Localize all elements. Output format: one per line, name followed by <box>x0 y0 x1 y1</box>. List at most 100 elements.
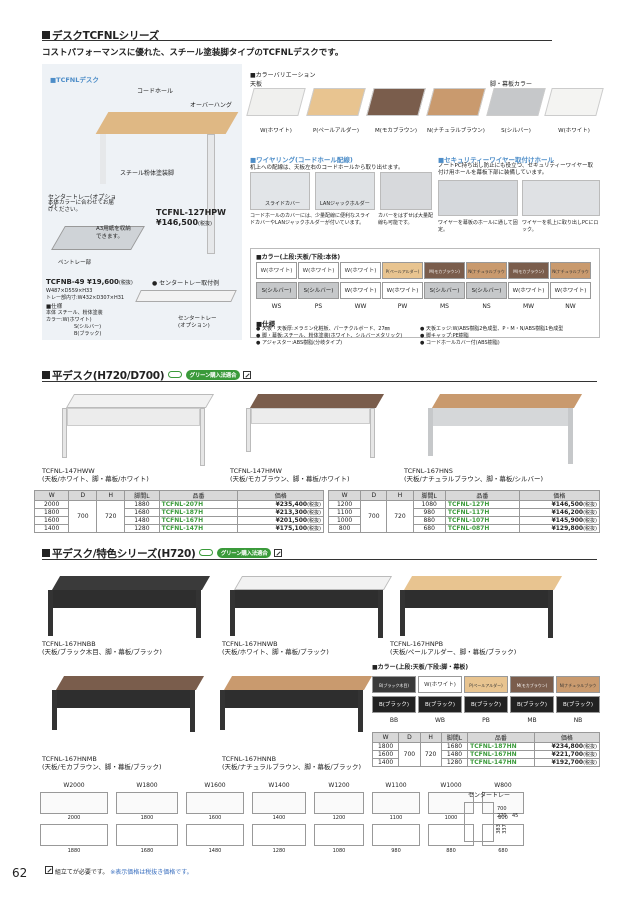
desk-caption: TCFNL-167HNBB(天板/ブラック木目、脚・幕板/ブラック) <box>42 640 162 656</box>
cell-w: 1800 <box>371 742 400 751</box>
page-title: デスクTCFNLシリーズ <box>42 28 159 43</box>
dim-top-view <box>372 792 420 814</box>
color-cell-body: W(ホワイト) <box>550 282 591 299</box>
dim-front-view <box>372 824 420 846</box>
desk-leg <box>370 408 375 458</box>
color-swatch-label: P(ペールアルダー) <box>312 128 360 134</box>
dim-top-view <box>252 792 306 814</box>
cell-price: ¥129,800(税抜) <box>518 524 601 533</box>
color-cell-body: B(ブラック) <box>418 696 462 713</box>
cell-leg: 1680 <box>124 508 160 517</box>
spec-head: ■仕様 <box>256 320 276 328</box>
price-value: ¥201,500 <box>275 517 308 524</box>
hero-panel: ■TCFNLデスク コードホール オーバーハング スチール粉体塗装脚 センタート… <box>42 64 242 340</box>
cell-w: 2000 <box>33 500 70 509</box>
dim-top-value: 1800 <box>140 815 154 821</box>
cell-leg: 1080 <box>412 500 446 509</box>
cell-price: ¥145,900(税抜) <box>518 516 601 525</box>
color-cell-top: N(ナチュラルブラウン) <box>556 676 600 705</box>
desk-modesty <box>57 690 190 708</box>
table-header: 価格 <box>533 732 601 743</box>
color-cell-body: W(ホワイト) <box>340 282 381 299</box>
hero-desk-leg <box>100 134 106 184</box>
tray-model-price: TCFNB-49 ¥19,600(税抜) <box>46 278 133 286</box>
cell-leg: 1680 <box>440 742 469 751</box>
security-head: ■セキュリティーワイヤー取付けホール <box>438 156 555 164</box>
table-header: D <box>398 732 421 743</box>
dim-text: 270 <box>497 813 507 819</box>
dim-top-value: 1100 <box>389 815 403 821</box>
table-header: D <box>68 490 98 501</box>
top-label: 天板 <box>250 81 263 88</box>
dim-width-label: W800 <box>494 782 512 789</box>
cell-leg: 1480 <box>440 750 469 759</box>
tray-size: W487×D559×H33 <box>46 288 93 294</box>
price-value: ¥146,200 <box>551 509 584 516</box>
price-value: ¥145,900 <box>551 517 584 524</box>
desk-caption: TCFNL-167HNNB(天板/ナチュラルブラウン、脚・幕板/ブラック) <box>222 755 362 771</box>
cell-model: TCFNL-147HN <box>467 758 535 767</box>
color-cell-body: B(ブラック) <box>510 696 554 713</box>
desk-leg <box>230 590 235 636</box>
table-header: 脚間L <box>124 490 160 501</box>
color-cell-top: W(ホワイト) <box>418 676 462 693</box>
tax-label: (税抜) <box>583 760 597 766</box>
dim-tray-label: センタートレー <box>468 792 511 799</box>
lan-holder-image <box>315 172 375 210</box>
desk-modesty <box>251 408 370 424</box>
desk-caption: TCFNL-167HNWB(天板/ホワイト、脚・幕板/ブラック) <box>222 640 329 656</box>
cell-leg: 1280 <box>124 524 160 533</box>
desk-caption: TCFNL-147HWW(天板/ホワイト、脚・幕板/ホワイト) <box>42 467 149 483</box>
green-mark-icon <box>167 371 182 378</box>
cell-w: 800 <box>327 524 362 533</box>
spec-line: ● 天板・天板厚:メラミン化粧板、パーチクルボード、27㎜ <box>256 326 390 332</box>
cell-leg: 1880 <box>124 500 160 509</box>
color-cell-body: S(シルバー) <box>298 282 339 299</box>
dim-top-view <box>314 792 364 814</box>
color-cell-body: S(シルバー) <box>256 282 297 299</box>
color-cell-top: P(ペールアルダー) <box>382 262 423 279</box>
desk-leg <box>48 590 53 636</box>
color-variation-head: ■カラーバリエーション <box>250 72 316 79</box>
price-value: ¥175,100 <box>275 525 308 532</box>
desk-modesty <box>225 690 358 708</box>
color-swatch <box>486 88 546 116</box>
dim-top-value: 2000 <box>67 815 81 821</box>
assembly-icon <box>243 371 252 379</box>
desk-image-hns <box>431 394 583 408</box>
hero-desk-top <box>95 112 239 134</box>
color-code: WB <box>434 717 446 724</box>
color-swatch-label: W(ホワイト) <box>260 128 292 134</box>
table-header: 脚間L <box>412 490 446 501</box>
price-value: ¥129,800 <box>551 525 584 532</box>
color-cell-top: B(ブラック木目) <box>372 676 416 693</box>
cell-model: TCFNL-167HN <box>467 750 535 759</box>
cell-model: TCFNL-107H <box>444 516 520 525</box>
dim-width-label: W1600 <box>204 782 226 789</box>
desk-leg <box>200 408 205 466</box>
dim-top-view <box>186 792 244 814</box>
dim-front-view <box>314 824 364 846</box>
color-swatch-label: S(シルバー) <box>501 128 531 134</box>
table-header: 品番 <box>444 490 520 501</box>
tray-title: センタートレー(オプション) <box>48 194 117 210</box>
color-cell-body: S(シルバー) <box>424 282 465 299</box>
color-cell-top: N(ナチュラルブラウン) <box>466 262 507 291</box>
desk-image-nmb <box>55 676 205 690</box>
color-swatch-label: W(ホワイト) <box>558 128 590 134</box>
table-header: 品番 <box>467 732 535 743</box>
desk-modesty <box>235 590 378 608</box>
color-code: NW <box>565 303 576 310</box>
color-cell-top: M(モカブラウン) <box>424 262 465 279</box>
dim-front-view <box>116 824 178 846</box>
tax-label: (税抜) <box>583 752 597 758</box>
desk-image-hww <box>65 394 215 408</box>
page-subtitle: コストパフォーマンスに優れた、スチール塗装脚タイプのTCFNLデスクです。 <box>42 48 344 58</box>
price-value: ¥192,700 <box>551 759 584 766</box>
cell-leg: 1280 <box>440 758 469 767</box>
color-cell-top: W(ホワイト) <box>298 262 339 279</box>
desk-image-nwb <box>233 576 393 590</box>
